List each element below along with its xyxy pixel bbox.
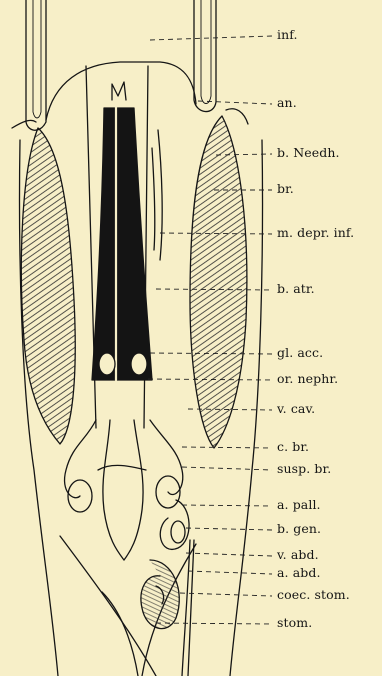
stomach-margin-left — [102, 592, 138, 676]
siphon-left-inner — [33, 0, 41, 118]
leader-c-br — [182, 447, 272, 448]
flap-right — [226, 109, 248, 124]
label-a-abd: a. abd. — [277, 566, 321, 580]
leader-coec-stom — [180, 593, 272, 596]
accessory-gland-right — [131, 353, 147, 375]
leader-susp-br — [182, 467, 272, 470]
leader-m-depr-inf — [160, 233, 272, 234]
label-b-atr: b. atr. — [277, 282, 315, 296]
label-c-br: c. br. — [277, 440, 309, 454]
label-v-abd: v. abd. — [277, 548, 319, 562]
leader-b-gen — [186, 528, 272, 530]
gill-right — [190, 116, 247, 448]
label-an: an. — [277, 96, 297, 110]
label-m-depr-inf: m. depr. inf. — [277, 226, 354, 240]
leader-a-pall — [182, 505, 272, 506]
label-b-gen: b. gen. — [277, 522, 321, 536]
depressor-muscle — [152, 148, 155, 250]
flap-left — [12, 120, 36, 128]
leader-a-abd — [188, 571, 272, 574]
genital-bursa — [171, 521, 185, 543]
label-inf: inf. — [277, 28, 298, 42]
label-or-nephr: or. nephr. — [277, 372, 338, 386]
leader-an — [198, 101, 272, 104]
leader-v-abd — [186, 553, 272, 556]
siphon-left-tube — [26, 0, 46, 130]
siphon-right-inner — [201, 0, 211, 104]
label-br: br. — [277, 182, 294, 196]
leader-b-atr — [156, 289, 272, 290]
label-v-cav: v. cav. — [277, 402, 315, 416]
accessory-gland-left — [99, 353, 115, 375]
label-b-needh: b. Needh. — [277, 146, 340, 160]
label-stom: stom. — [277, 616, 312, 630]
endostyle-tip — [112, 82, 126, 100]
nephridial-branch-left — [103, 420, 124, 560]
caecum — [141, 560, 179, 629]
vena-cava-left — [65, 420, 96, 498]
label-susp-br: susp. br. — [277, 462, 331, 476]
label-coec-stom: coec. stom. — [277, 588, 350, 602]
siphon-right-tube — [194, 0, 216, 112]
gill-left — [21, 128, 75, 444]
label-a-pall: a. pall. — [277, 498, 321, 512]
depressor-muscle-2 — [158, 130, 162, 260]
label-gl-acc: gl. acc. — [277, 346, 323, 360]
nephridial-branch-right — [124, 420, 143, 560]
atrial-cavity — [92, 108, 152, 380]
